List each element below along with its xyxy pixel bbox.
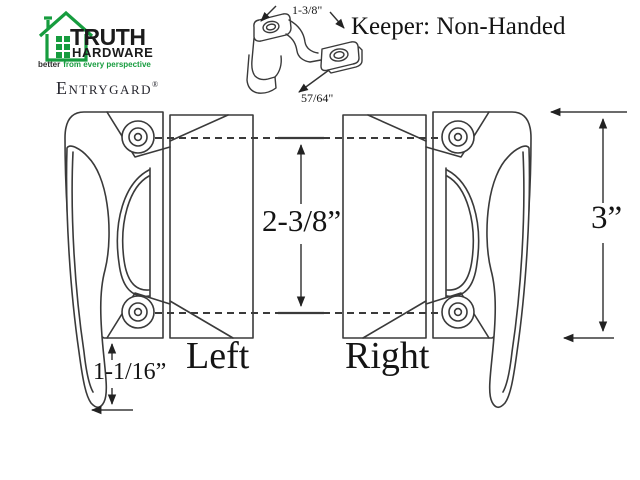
height-dimension-arrows: [549, 107, 627, 343]
entrygard-text: Entrygard: [56, 78, 153, 98]
left-lock-label: Left: [186, 335, 250, 377]
keeper-depth-dim: 57/64": [301, 91, 334, 105]
lock-dimension-lines: [90, 107, 627, 415]
window-grid: [56, 36, 70, 58]
hole-spacing-dim: 2-3/8”: [262, 203, 342, 238]
house-logo-icon: [38, 10, 94, 62]
tagline-rest: from every perspective: [63, 60, 151, 69]
keeper-label: Keeper: Non-Handed: [351, 13, 566, 40]
tagline-word: better: [38, 60, 61, 69]
keeper-drawing: [246, 13, 363, 94]
handle-offset-dimension-arrows: [90, 342, 133, 415]
handle-offset-dim: 1-1/16”: [93, 359, 167, 385]
entrygard-wordmark: Entrygard®: [56, 79, 158, 97]
brand-name-line1: TRUTH: [70, 24, 146, 50]
height-dim: 3”: [591, 200, 623, 236]
keeper-dimension-arrows: [260, 5, 345, 93]
keeper-width-dim: 1-3/8": [292, 3, 323, 17]
right-lock-label: Right: [345, 335, 430, 377]
brand-name-line2: HARDWARE: [72, 45, 154, 60]
registered-mark: ®: [152, 80, 159, 89]
left-lock-drawing: [64, 111, 254, 409]
